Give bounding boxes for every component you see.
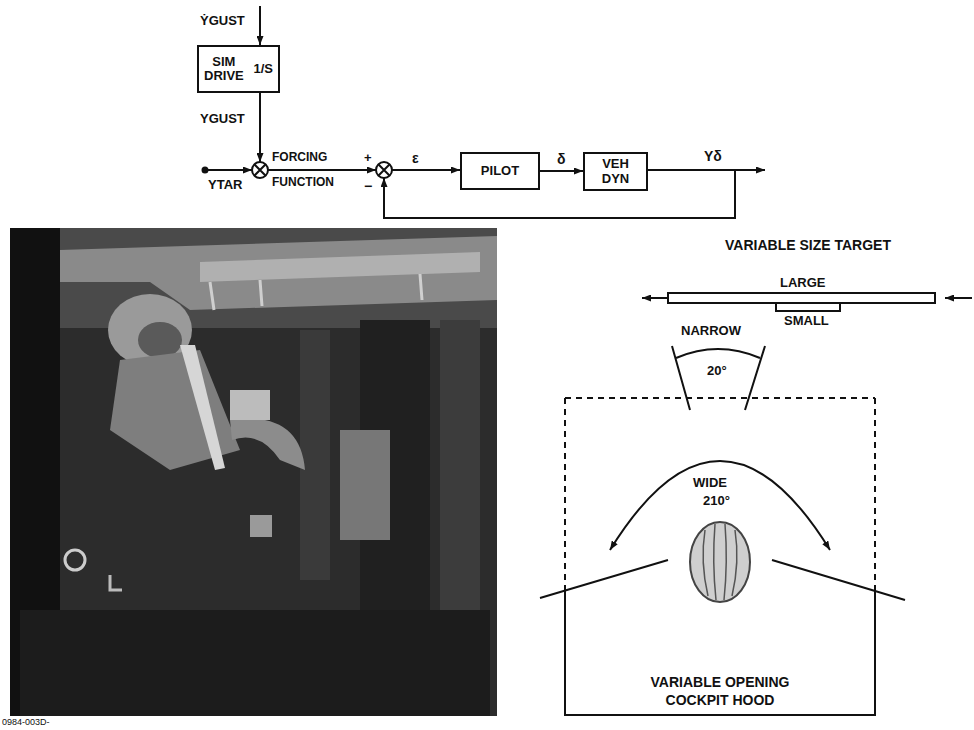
cockpit-sketch — [540, 346, 905, 715]
drawing-part — [10, 228, 497, 328]
diagram-label: FORCING — [272, 151, 327, 164]
diagram-label: + — [364, 151, 372, 165]
diagram-label: Yδ — [704, 149, 722, 164]
target-sketch — [642, 293, 972, 311]
drawing-part — [210, 274, 422, 310]
process-box: SIM DRIVE 1/S — [197, 45, 280, 93]
large-target-bar — [668, 293, 935, 303]
drawing-part — [230, 419, 305, 470]
figure-number: 0984-003D- — [2, 718, 50, 728]
diagram-label: VARIABLE SIZE TARGET — [725, 238, 891, 253]
node-text: PILOT — [481, 164, 519, 178]
simulator-photo — [10, 228, 497, 716]
drawing-part — [20, 610, 490, 716]
error-wire — [392, 169, 460, 171]
narrow-view-lines — [672, 346, 765, 410]
small-target-bar — [776, 303, 840, 311]
drawing-part — [250, 515, 272, 537]
output-wire — [648, 169, 765, 171]
input-dot — [203, 168, 208, 173]
drawing-part — [60, 236, 497, 310]
motion-arrow — [945, 297, 972, 299]
diagram-label: ẎGUST — [200, 14, 245, 28]
node-text: 1/S — [253, 62, 273, 76]
drawing-part — [180, 345, 225, 470]
gust-rate-wire — [259, 6, 261, 45]
diagram-label: − — [364, 179, 372, 194]
diagram-label: YTAR — [208, 178, 242, 192]
process-box: PILOT — [460, 152, 540, 190]
pilot-head — [690, 522, 750, 602]
drawing-part — [10, 228, 497, 716]
diagram-label: WIDE — [693, 476, 727, 490]
hood-outline — [565, 590, 875, 715]
drawing-part — [440, 320, 480, 650]
feedback-wire — [384, 170, 735, 218]
drawing-part — [300, 330, 330, 580]
block-diagram-wires — [203, 6, 766, 218]
drawing-part — [200, 252, 480, 282]
diagram-label: ε — [412, 151, 419, 166]
signal-arrow — [540, 170, 583, 172]
summing-junction — [252, 162, 268, 178]
diagram-label: 210° — [703, 494, 730, 508]
diagram-label: NARROW — [681, 324, 741, 338]
drawing-part — [110, 575, 122, 590]
junction-cross — [254, 164, 265, 175]
diagram-label: FUNCTION — [272, 176, 334, 189]
diagram-label: LARGE — [780, 276, 826, 290]
node-text: SIM DRIVE — [204, 55, 244, 84]
motion-arrow — [642, 297, 668, 299]
hair-lines — [703, 524, 737, 600]
process-box: VEH DYN — [583, 152, 648, 191]
drawing-part — [65, 550, 85, 570]
diagram-label: SMALL — [784, 314, 829, 328]
node-text: VEH DYN — [602, 157, 629, 186]
target-wire — [207, 169, 252, 171]
cockpit-hood: VARIABLE OPENING COCKPIT HOOD — [565, 398, 875, 715]
gust-wire — [259, 93, 261, 162]
drawing-part — [230, 390, 270, 420]
diagram-label: 20° — [707, 364, 727, 378]
diagram-label: YGUST — [200, 112, 245, 126]
node-text: VARIABLE OPENING COCKPIT HOOD — [565, 673, 875, 709]
drawing-part — [138, 322, 182, 358]
summing-junction — [376, 162, 392, 178]
narrow-angle-arc — [676, 349, 760, 358]
edge-label: δ — [557, 152, 566, 167]
junction-cross — [378, 164, 389, 175]
drawing-part — [340, 430, 390, 540]
forcing-wire — [268, 169, 376, 171]
